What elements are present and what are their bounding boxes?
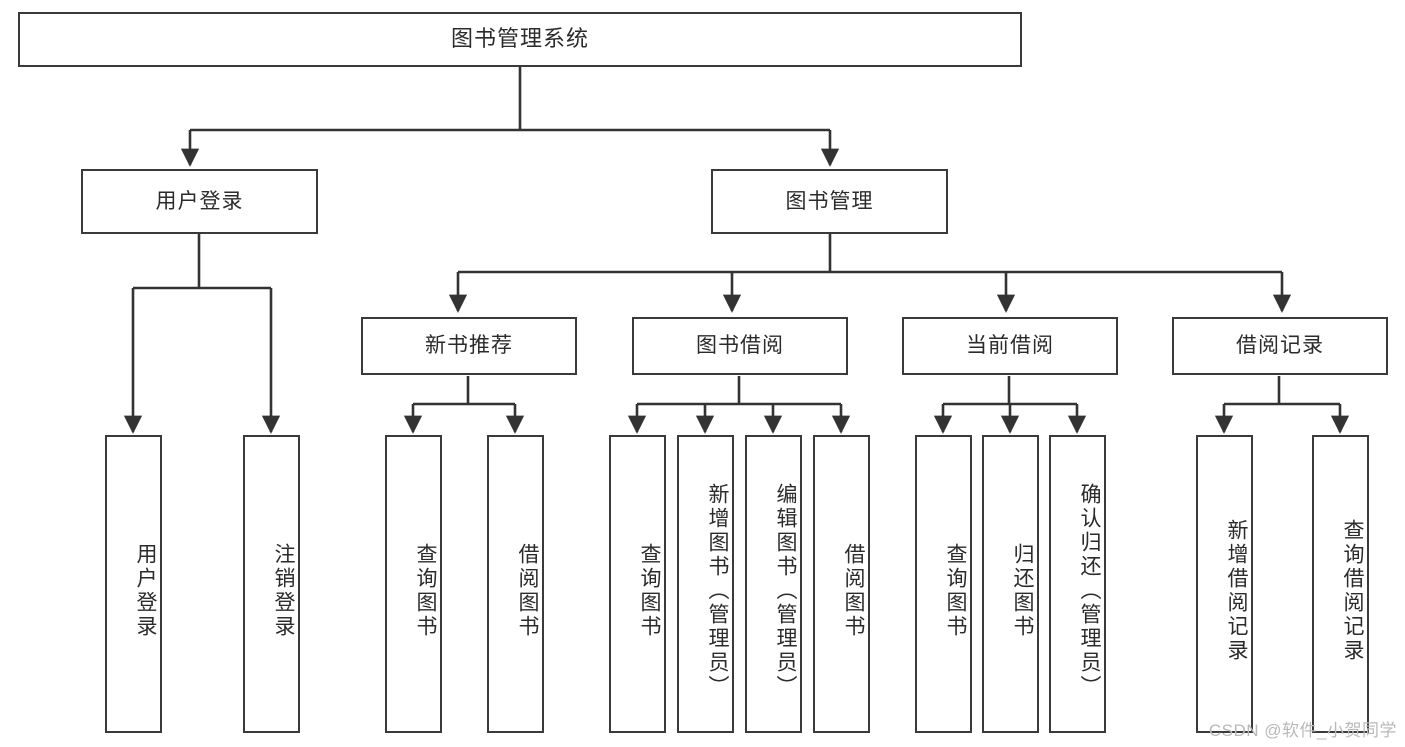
- node-current-borrow[interactable]: 当前借阅: [902, 317, 1118, 375]
- node-leaf-query-book-3-label: 查询图书: [944, 543, 967, 639]
- node-leaf-query-book-2[interactable]: 查询图书: [609, 435, 666, 733]
- node-leaf-query-book-1-label: 查询图书: [414, 543, 437, 639]
- node-leaf-confirm-return-label: 确认归还（管理员）: [1078, 483, 1101, 699]
- node-leaf-user-login-label: 用户登录: [134, 543, 157, 639]
- node-leaf-query-record[interactable]: 查询借阅记录: [1312, 435, 1369, 733]
- node-root-label: 图书管理系统: [450, 26, 589, 52]
- node-leaf-borrow-book-1[interactable]: 借阅图书: [487, 435, 544, 733]
- node-leaf-edit-book[interactable]: 编辑图书（管理员）: [745, 435, 802, 733]
- node-leaf-borrow-book-1-label: 借阅图书: [516, 543, 539, 639]
- node-leaf-query-book-3[interactable]: 查询图书: [915, 435, 972, 733]
- node-leaf-query-book-1[interactable]: 查询图书: [385, 435, 442, 733]
- node-user-login[interactable]: 用户登录: [81, 169, 318, 234]
- node-leaf-add-book-label: 新增图书（管理员）: [706, 483, 729, 699]
- node-leaf-return-book[interactable]: 归还图书: [982, 435, 1039, 733]
- node-book-borrow[interactable]: 图书借阅: [632, 317, 848, 375]
- node-leaf-borrow-book-2-label: 借阅图书: [842, 543, 865, 639]
- node-leaf-query-record-label: 查询借阅记录: [1341, 519, 1364, 663]
- node-user-login-label: 用户登录: [155, 189, 244, 213]
- node-book-manage-label: 图书管理: [785, 189, 874, 213]
- node-book-borrow-label: 图书借阅: [696, 334, 784, 358]
- node-borrow-record[interactable]: 借阅记录: [1172, 317, 1388, 375]
- node-leaf-logout-login[interactable]: 注销登录: [243, 435, 300, 733]
- node-book-manage[interactable]: 图书管理: [711, 169, 948, 234]
- node-root[interactable]: 图书管理系统: [18, 12, 1022, 67]
- node-leaf-user-login[interactable]: 用户登录: [105, 435, 162, 733]
- node-leaf-borrow-book-2[interactable]: 借阅图书: [813, 435, 870, 733]
- node-leaf-logout-login-label: 注销登录: [272, 543, 295, 639]
- watermark: CSDN @软件_小贺同学: [1208, 721, 1397, 740]
- node-leaf-add-record[interactable]: 新增借阅记录: [1196, 435, 1253, 733]
- node-new-book-recommend-label: 新书推荐: [425, 334, 513, 358]
- node-leaf-confirm-return[interactable]: 确认归还（管理员）: [1049, 435, 1106, 733]
- node-leaf-add-book[interactable]: 新增图书（管理员）: [677, 435, 734, 733]
- node-borrow-record-label: 借阅记录: [1236, 334, 1324, 358]
- node-leaf-return-book-label: 归还图书: [1011, 543, 1034, 639]
- node-leaf-add-record-label: 新增借阅记录: [1225, 519, 1248, 663]
- node-current-borrow-label: 当前借阅: [966, 334, 1054, 358]
- node-leaf-query-book-2-label: 查询图书: [638, 543, 661, 639]
- node-leaf-edit-book-label: 编辑图书（管理员）: [774, 483, 797, 699]
- node-new-book-recommend[interactable]: 新书推荐: [361, 317, 577, 375]
